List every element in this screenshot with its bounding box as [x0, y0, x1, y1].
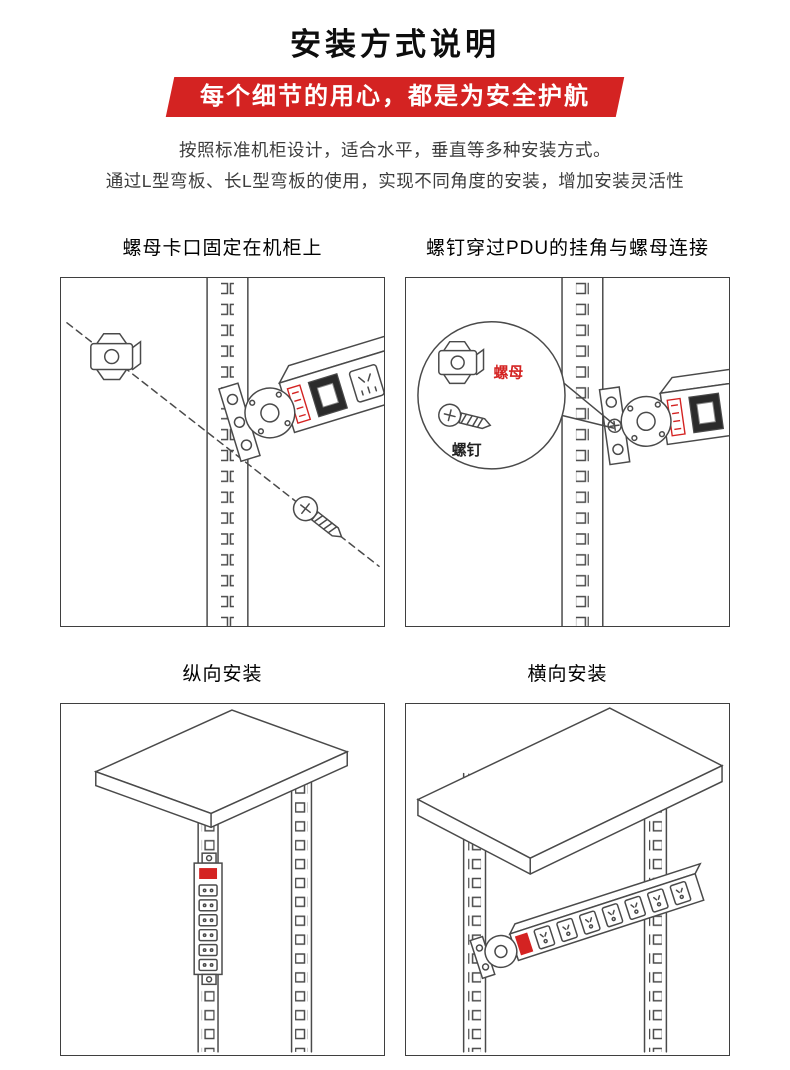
pdu-vertical — [193, 852, 223, 986]
figure-horizontal-install — [416, 707, 724, 1053]
socket — [198, 958, 218, 972]
socket — [198, 928, 218, 942]
banner-text: 每个细节的用心，都是为安全护航 — [200, 83, 590, 110]
socket — [198, 914, 218, 927]
nut-label: 螺母 — [493, 363, 523, 381]
socket — [556, 917, 578, 943]
panel-1-title: 螺母卡口固定在机柜上 — [122, 238, 323, 259]
panel-3-frame — [60, 703, 385, 1056]
pdu-horizontal — [469, 862, 705, 980]
screw — [292, 495, 343, 538]
figure-grid: 螺母卡口固定在机柜上 — [60, 237, 730, 1056]
rack-post-right — [290, 762, 313, 1053]
socket — [669, 880, 692, 906]
cabinet-top — [416, 707, 724, 875]
end-cap — [484, 934, 518, 969]
socket — [646, 888, 669, 913]
description-line-2: 通过L型弯板、长L型弯板的使用，实现不同角度的安装，增加安装灵活性 — [105, 171, 685, 191]
pdu-with-bracket — [217, 312, 384, 463]
panel-vertical-install: 纵向安装 — [60, 663, 385, 1056]
end-cap — [620, 395, 672, 447]
brand-mark — [199, 868, 218, 880]
panel-1-frame — [60, 277, 385, 627]
socket — [601, 903, 624, 928]
socket — [198, 884, 218, 897]
socket — [348, 364, 384, 403]
panel-4-title: 横向安装 — [527, 664, 608, 685]
description-line-1: 按照标准机柜设计，适合水平，垂直等多种安装方式。 — [179, 140, 611, 160]
rack-rail — [561, 278, 604, 626]
socket — [578, 910, 601, 935]
end-cap — [244, 387, 296, 439]
panel-4-frame — [405, 703, 730, 1056]
figure-screw-connect: 螺母 螺钉 — [417, 278, 729, 626]
banner-ribbon: 每个细节的用心，都是为安全护航 — [165, 77, 625, 117]
panel-cage-nut: 螺母卡口固定在机柜上 — [60, 237, 385, 627]
panel-2-frame: 螺母 螺钉 — [405, 277, 730, 627]
rack-rail — [206, 278, 249, 626]
panel-3-title: 纵向安装 — [182, 664, 263, 685]
socket — [198, 899, 218, 912]
description-block: 按照标准机柜设计，适合水平，垂直等多种安装方式。 通过L型弯板、长L型弯板的使用… — [0, 135, 790, 197]
figure-vertical-install — [93, 709, 350, 1053]
brand-mark — [514, 932, 534, 956]
cabinet-top — [93, 709, 350, 829]
highlight-banner: 每个细节的用心，都是为安全护航 — [0, 77, 790, 117]
socket — [198, 943, 218, 957]
panel-screw-connect: 螺钉穿过PDU的挂角与螺母连接 — [405, 237, 730, 627]
socket — [624, 895, 647, 920]
magnifier-callout: 螺母 螺钉 — [417, 321, 615, 470]
panel-2-title: 螺钉穿过PDU的挂角与螺母连接 — [425, 238, 710, 259]
cage-nut — [90, 332, 142, 381]
figure-cage-nut-install — [66, 278, 384, 626]
page-title: 安装方式说明 — [290, 27, 500, 62]
screw-label: 螺钉 — [452, 441, 482, 459]
screw — [438, 403, 492, 430]
socket — [533, 925, 556, 950]
panel-horizontal-install: 横向安装 — [405, 663, 730, 1056]
cage-nut — [438, 340, 485, 385]
pdu-with-bracket — [598, 351, 729, 466]
